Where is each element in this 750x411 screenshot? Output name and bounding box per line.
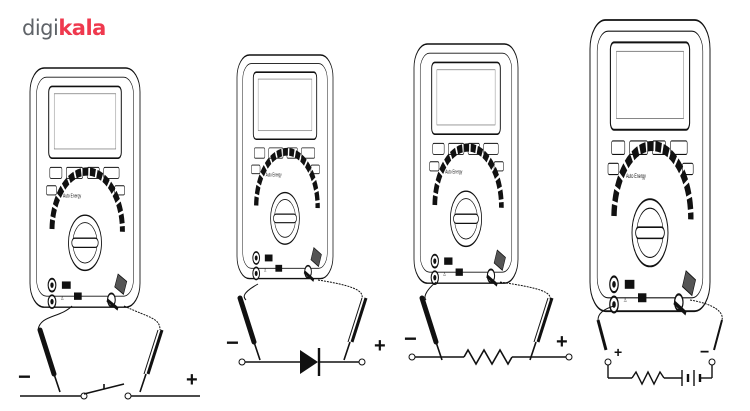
- lead-black-3: [424, 281, 437, 301]
- positive-sign-3: +: [556, 331, 568, 353]
- lead-black-1: [37, 305, 73, 331]
- switch-circuit: [20, 383, 200, 400]
- logo-part-kala: kala: [58, 16, 106, 40]
- negative-sign-4: −: [700, 344, 709, 361]
- multimeter-1: [30, 68, 140, 309]
- multimeter-3: [414, 44, 518, 285]
- negative-sign-3: −: [404, 326, 417, 351]
- probe-right-4: [713, 319, 723, 351]
- lead-red-3: [499, 281, 551, 301]
- positive-sign-1: +: [186, 369, 198, 391]
- resistor-circuit: [408, 348, 573, 366]
- probe-red-3: [528, 296, 554, 362]
- lead-red-4: [689, 299, 723, 321]
- probe-black-2: [240, 298, 260, 360]
- multimeter-2: [237, 55, 333, 280]
- probe-red-1: [138, 328, 164, 394]
- probe-black-1: [40, 330, 60, 392]
- probe-black-3: [422, 298, 442, 360]
- lead-black-4: [597, 305, 615, 321]
- probe-left-4: [596, 319, 608, 351]
- probe-red-2: [342, 296, 368, 362]
- digikala-logo: digikala: [22, 16, 106, 40]
- series-battery-circuit: [604, 358, 716, 386]
- lead-black-2: [243, 283, 259, 301]
- negative-sign-2: −: [226, 330, 239, 355]
- positive-sign-2: +: [374, 335, 386, 357]
- multimeter-4: [590, 20, 710, 313]
- positive-sign-4: +: [614, 344, 622, 360]
- lead-red-1: [123, 305, 161, 331]
- logo-part-digi: digi: [22, 16, 59, 40]
- negative-sign-1: −: [18, 364, 31, 389]
- lead-red-2: [317, 279, 363, 299]
- diode-circuit: [238, 348, 366, 376]
